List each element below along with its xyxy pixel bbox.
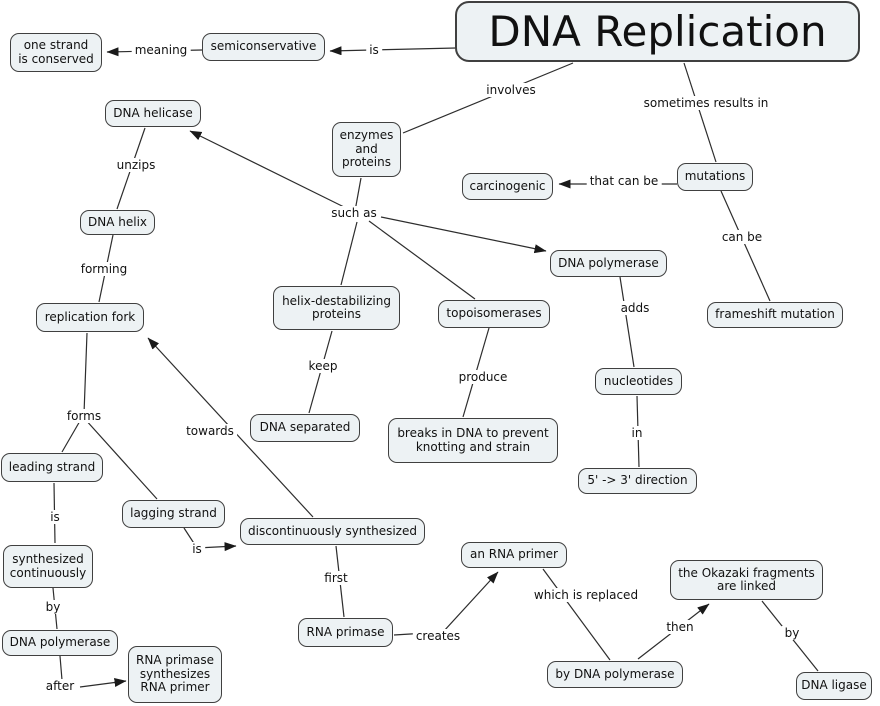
connector-after-to-rna-primase-synth bbox=[79, 678, 127, 688]
concept-node-dna-separated[interactable]: DNA separated bbox=[250, 414, 360, 442]
link-label-produce[interactable]: produce bbox=[455, 370, 511, 384]
link-label-in[interactable]: in bbox=[628, 426, 646, 440]
link-label-which-is-replaced[interactable]: which is replaced bbox=[530, 588, 642, 602]
link-label-is-3[interactable]: is bbox=[189, 542, 205, 556]
link-label-then[interactable]: then bbox=[663, 620, 697, 634]
link-label-forms[interactable]: forms bbox=[63, 409, 105, 423]
concept-node-nucleotides[interactable]: nucleotides bbox=[595, 368, 682, 395]
connector-such-as-to-helix-destabilizing bbox=[340, 221, 358, 286]
concept-node-replication-fork[interactable]: replication fork bbox=[36, 303, 144, 332]
concept-node-by-dna-polymerase[interactable]: by DNA polymerase bbox=[547, 661, 683, 688]
concept-node-five-to-three-direction[interactable]: 5' -> 3' direction bbox=[578, 468, 697, 494]
connector-title-to-semiconservative bbox=[329, 46, 457, 56]
connector-enzymes-to-such-as bbox=[354, 177, 362, 212]
connector-mutations-to-frameshift bbox=[720, 190, 771, 302]
concept-node-enzymes-and-proteins[interactable]: enzymes and proteins bbox=[332, 122, 401, 177]
concept-node-semiconservative[interactable]: semiconservative bbox=[202, 33, 325, 61]
link-label-adds[interactable]: adds bbox=[617, 301, 653, 315]
concept-node-an-rna-primer[interactable]: an RNA primer bbox=[461, 542, 567, 568]
link-label-sometimes-results-in[interactable]: sometimes results in bbox=[640, 96, 772, 110]
link-label-meaning[interactable]: meaning bbox=[131, 43, 191, 57]
link-label-after[interactable]: after bbox=[42, 679, 78, 693]
link-label-can-be[interactable]: can be bbox=[718, 230, 766, 244]
concept-node-dna-polymerase-bottom[interactable]: DNA polymerase bbox=[2, 630, 118, 656]
link-label-involves[interactable]: involves bbox=[483, 83, 539, 97]
link-label-first[interactable]: first bbox=[321, 571, 351, 585]
link-label-that-can-be[interactable]: that can be bbox=[586, 174, 662, 188]
connector-primer-to-by-dna-polymerase bbox=[542, 568, 611, 661]
concept-node-dna-helicase[interactable]: DNA helicase bbox=[105, 100, 201, 127]
link-label-such-as[interactable]: such as bbox=[328, 206, 380, 220]
concept-node-breaks-in-dna[interactable]: breaks in DNA to prevent knotting and st… bbox=[388, 418, 558, 463]
concept-node-one-strand-is-conserved[interactable]: one strand is conserved bbox=[10, 33, 102, 72]
concept-node-rna-primase[interactable]: RNA primase bbox=[298, 618, 393, 647]
map-title[interactable]: DNA Replication bbox=[455, 1, 860, 62]
connector-title-to-enzymes bbox=[402, 62, 574, 134]
connector-such-as-to-helicase bbox=[189, 130, 345, 208]
connector-fork-to-leading bbox=[61, 332, 88, 453]
concept-node-mutations[interactable]: mutations bbox=[677, 163, 753, 191]
concept-node-topoisomerases[interactable]: topoisomerases bbox=[438, 300, 550, 328]
concept-node-dna-ligase[interactable]: DNA ligase bbox=[796, 672, 872, 700]
concept-node-okazaki-fragments-linked[interactable]: the Okazaki fragments are linked bbox=[670, 560, 823, 600]
concept-node-leading-strand[interactable]: leading strand bbox=[1, 453, 103, 482]
concept-node-rna-primase-synthesizes[interactable]: RNA primase synthesizes RNA primer bbox=[128, 646, 222, 703]
concept-node-frameshift-mutation[interactable]: frameshift mutation bbox=[707, 302, 843, 328]
concept-node-lagging-strand[interactable]: lagging strand bbox=[122, 500, 225, 528]
connector-dna-polymerase-to-nucleotides bbox=[619, 276, 635, 368]
link-label-forming[interactable]: forming bbox=[77, 262, 131, 276]
connector-such-as-to-topoisomerases bbox=[368, 220, 476, 300]
link-label-unzips[interactable]: unzips bbox=[113, 158, 159, 172]
link-label-is-1[interactable]: is bbox=[366, 43, 382, 57]
connector-such-as-to-dna-polymerase bbox=[380, 216, 547, 254]
concept-node-discontinuously-synthesized[interactable]: discontinuously synthesized bbox=[240, 518, 425, 545]
link-label-by-2[interactable]: by bbox=[781, 626, 803, 640]
concept-node-dna-helix[interactable]: DNA helix bbox=[80, 210, 155, 235]
connector-dna-polymerase-to-after bbox=[59, 655, 63, 681]
link-label-creates[interactable]: creates bbox=[412, 629, 464, 643]
connector-forms-to-lagging bbox=[83, 417, 158, 500]
connector-rna-primase-to-primer bbox=[393, 571, 499, 636]
link-label-by-1[interactable]: by bbox=[42, 600, 64, 614]
link-label-towards[interactable]: towards bbox=[183, 424, 237, 438]
concept-node-carcinogenic[interactable]: carcinogenic bbox=[462, 173, 553, 200]
link-label-keep[interactable]: keep bbox=[305, 359, 341, 373]
concept-node-synthesized-continuously[interactable]: synthesized continuously bbox=[3, 545, 93, 588]
concept-node-helix-destabilizing-proteins[interactable]: helix-destabilizing proteins bbox=[273, 286, 400, 330]
connector-title-to-mutations bbox=[683, 62, 717, 163]
concept-node-dna-polymerase-top[interactable]: DNA polymerase bbox=[550, 250, 667, 277]
link-label-is-2[interactable]: is bbox=[47, 510, 63, 524]
